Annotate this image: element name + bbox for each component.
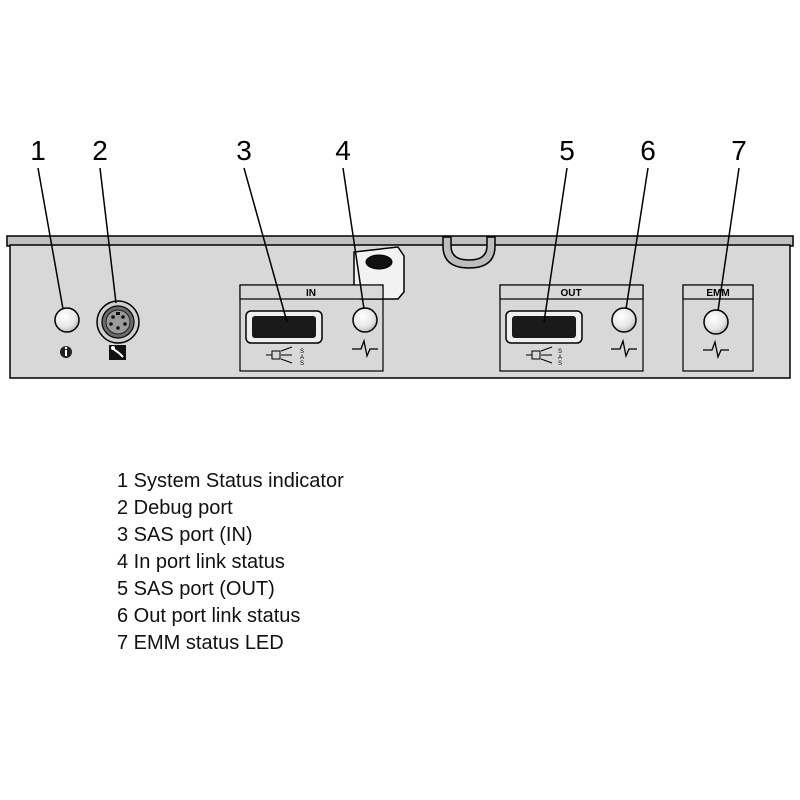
emm-status-led [703,309,729,335]
sas-out-letter-s2: S [558,361,562,367]
legend-list: 1 System Status indicator 2 Debug port 3… [117,468,344,657]
callout-number-4: 4 [335,135,351,166]
out-port-frame-label-bg [499,284,644,300]
emm-panel-diagram: IN OUT EMM [6,135,794,379]
callout-number-7: 7 [731,135,747,166]
legend-item-6: 6 Out port link status [117,605,301,627]
leader-line-5 [543,167,568,323]
emm-panel: IN OUT EMM [6,235,794,379]
leader-line-6 [625,167,649,310]
callout-number-2: 2 [92,135,108,166]
in-port-label: IN [306,288,316,299]
leader-line-3 [243,167,288,323]
legend-item-7: 7 EMM status LED [117,632,284,654]
debug-port [96,300,140,344]
info-icon [60,346,72,358]
emm-frame-label-bg [682,284,754,300]
out-port-label: OUT [560,288,581,299]
legend-item-3: 3 SAS port (IN) [117,524,253,546]
wrench-icon [109,345,126,360]
callout-number-5: 5 [559,135,575,166]
leader-line-1 [37,167,64,310]
leader-line-4 [342,167,365,310]
sas-in-letter-s2: S [300,361,304,367]
heartbeat-icon [703,339,729,360]
callout-number-1: 1 [30,135,46,166]
handle-loop [442,236,496,269]
sas-connector-icon [266,346,293,364]
callout-number-6: 6 [640,135,656,166]
emm-label: EMM [706,288,729,299]
sas-in-letter-s1: S [300,349,304,355]
sas-out-letter-a: A [558,355,562,361]
legend-item-2: 2 Debug port [117,497,233,519]
leader-line-7 [717,167,740,312]
sas-out-letter-s1: S [558,349,562,355]
in-port-frame-label-bg [239,284,384,300]
in-port-link-led [352,307,378,333]
out-port-link-led [611,307,637,333]
system-status-led [54,307,80,333]
callout-number-3: 3 [236,135,252,166]
heartbeat-icon [352,338,378,359]
sas-in-port [245,310,323,344]
sas-in-letter-a: A [300,355,304,361]
legend-item-4: 4 In port link status [117,551,285,573]
legend-item-5: 5 SAS port (OUT) [117,578,275,600]
heartbeat-icon [611,338,637,359]
sas-out-port [505,310,583,344]
leader-line-2 [99,167,117,304]
sas-connector-icon [526,346,553,364]
panel-face [9,244,791,379]
legend-item-1: 1 System Status indicator [117,470,344,492]
